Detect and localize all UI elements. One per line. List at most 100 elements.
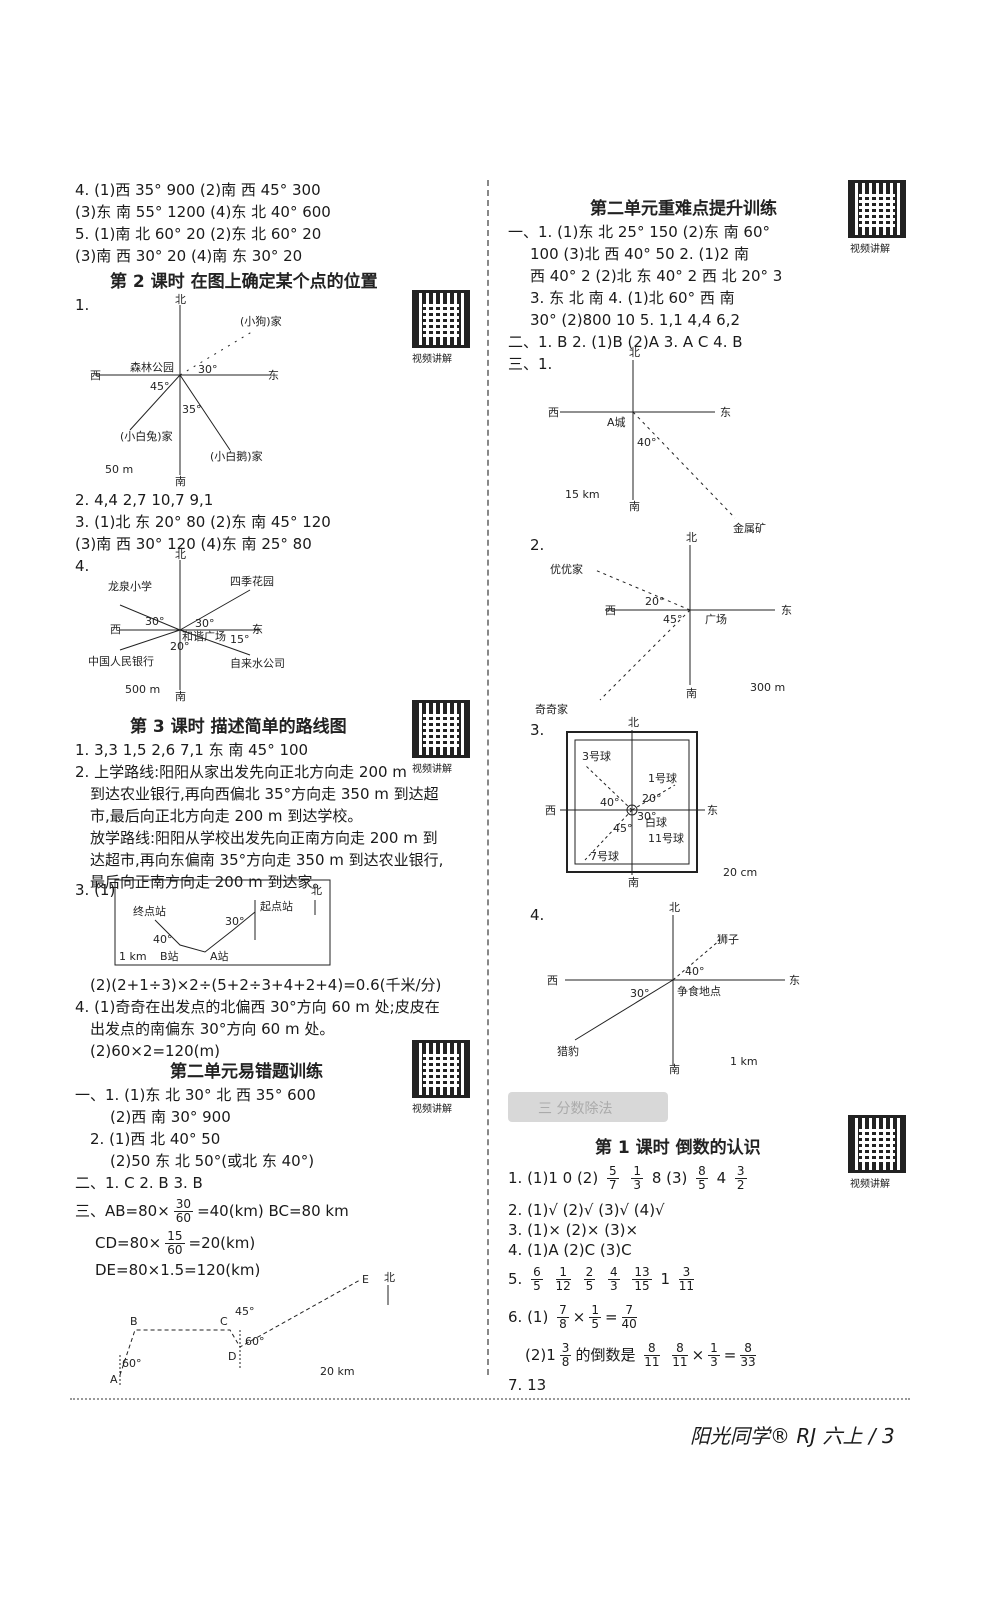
angle-label: 20° — [642, 792, 662, 805]
watermark-logo — [690, 1530, 980, 1600]
garden-label: 四季花园 — [230, 575, 274, 588]
answer-line: 二、1. B 2. (1)B (2)A 3. A C 4. B — [508, 333, 743, 351]
west-label: 西 — [110, 623, 121, 636]
angle-label: 30° — [145, 615, 165, 628]
qr-code-icon[interactable] — [848, 180, 906, 238]
youyou-home-label: 优优家 — [550, 562, 583, 576]
qr-code-icon[interactable] — [848, 1115, 906, 1173]
west-label: 西 — [90, 369, 101, 382]
question-number: 三、1. — [508, 355, 553, 373]
answer-line: 2. (1)√ (2)√ (3)√ (4)√ — [508, 1201, 665, 1219]
qr-code-icon[interactable] — [412, 700, 470, 758]
angle-label: 45° — [150, 380, 170, 393]
angle-label: 60° — [122, 1357, 142, 1370]
answer-line: 4. (1)西 35° 900 (2)南 西 45° 300 — [75, 181, 321, 199]
question-number: 3. (1) — [75, 881, 116, 899]
scale-label: 300 m — [750, 681, 785, 694]
east-label: 东 — [707, 804, 718, 817]
ball-11-label: 11号球 — [648, 831, 684, 845]
qr-label: 视频讲解 — [412, 354, 452, 365]
compass-diagram-r1: 北 南 东 西 A城 金属矿 40° 15 km — [548, 346, 766, 535]
end-station-label: 终点站 — [133, 904, 166, 918]
compass-diagram-r2: 北 南 东 西 优优家 广场 奇奇家 20° 45° 300 m — [535, 531, 792, 716]
bank-label: 中国人民银行 — [88, 654, 154, 668]
west-label: 西 — [605, 604, 616, 617]
path-diagram: A B C D E 北 60° 45° 60° 20 km — [110, 1271, 395, 1386]
angle-label: 40° — [685, 965, 705, 978]
answer-line: 7. 13 — [508, 1376, 547, 1394]
east-label: 东 — [252, 623, 263, 636]
answer-line: 一、1. (1)东 北 25° 150 (2)东 南 60° — [508, 223, 770, 241]
answer-line: 到达农业银行,再向西偏北 35°方向走 350 m 到达超 — [90, 785, 439, 803]
cheetah-label: 猎豹 — [557, 1044, 579, 1058]
angle-label: 40° — [637, 436, 657, 449]
angle-label: 30° — [637, 810, 657, 823]
answer-line: 2. (1)西 北 40° 50 — [90, 1130, 221, 1148]
b-station-label: B站 — [160, 949, 179, 963]
point-e-label: E — [362, 1273, 369, 1286]
west-label: 西 — [548, 406, 559, 419]
question-number: 1. — [75, 296, 90, 314]
section-heading: 第二单元易错题训练 — [170, 1062, 323, 1082]
qr-label: 视频讲解 — [850, 1179, 890, 1190]
plaza-label: 和谐广场 — [182, 629, 226, 643]
question-number: 2. — [530, 536, 545, 554]
qiqi-home-label: 奇奇家 — [535, 702, 568, 716]
section-heading: 第 3 课时 描述简单的路线图 — [130, 717, 347, 737]
answer-line: 市,最后向正北方向走 200 m 到达学校。 — [90, 807, 363, 825]
qr-code-icon[interactable] — [412, 1040, 470, 1098]
north-label: 北 — [175, 548, 186, 561]
angle-label: 40° — [600, 796, 620, 809]
dog-home-label: (小狗)家 — [240, 314, 282, 328]
south-label: 南 — [629, 500, 640, 513]
answer-line: (2)60×2=120(m) — [90, 1042, 220, 1060]
answer-line: 出发点的南偏东 30°方向 60 m 处。 — [90, 1020, 335, 1038]
white-ball-label: 白球 — [645, 815, 667, 829]
angle-label: 30° — [630, 987, 650, 1000]
angle-label: 30° — [198, 363, 218, 376]
answer-line: 3. (1)北 东 20° 80 (2)东 南 45° 120 — [75, 513, 331, 531]
answer-line: DE=80×1.5=120(km) — [95, 1261, 261, 1279]
south-label: 南 — [175, 690, 186, 703]
point-a-label: A — [110, 1373, 118, 1386]
water-company-label: 自来水公司 — [230, 657, 285, 670]
east-label: 东 — [720, 406, 731, 419]
point-b-label: B — [130, 1315, 138, 1328]
qr-label: 视频讲解 — [850, 244, 890, 255]
answer-line: 一、1. (1)东 北 30° 北 西 35° 600 — [75, 1086, 316, 1104]
scale-label: 50 m — [105, 463, 133, 476]
north-label: 北 — [686, 531, 697, 544]
answer-line: 2. 4,4 2,7 10,7 9,1 — [75, 491, 214, 509]
east-label: 东 — [268, 369, 279, 382]
answer-line: 4. (1)奇奇在出发点的北偏西 30°方向 60 m 处;皮皮在 — [75, 998, 440, 1016]
goose-home-label: (小白鹅)家 — [210, 449, 263, 463]
angle-label: 30° — [195, 617, 215, 630]
south-label: 南 — [628, 876, 639, 889]
angle-label: 45° — [613, 822, 633, 835]
mine-label: 金属矿 — [733, 521, 766, 535]
question-number: 3. — [530, 721, 545, 739]
angle-label: 35° — [182, 403, 202, 416]
answer-line: 4. (1)A (2)C (3)C — [508, 1241, 632, 1259]
east-label: 东 — [781, 604, 792, 617]
section-heading: 第二单元重难点提升训练 — [590, 199, 777, 219]
angle-label: 60° — [245, 1335, 265, 1348]
scale-label: 500 m — [125, 683, 160, 696]
answer-line: 3. (1)× (2)× (3)× — [508, 1221, 639, 1239]
east-label: 东 — [789, 974, 800, 987]
contest-spot-label: 争食地点 — [677, 984, 721, 998]
north-label: 北 — [384, 1271, 395, 1284]
angle-label: 30° — [225, 915, 245, 928]
qr-code-icon[interactable] — [412, 290, 470, 348]
answer-line: 二、1. C 2. B 3. B — [75, 1174, 203, 1192]
north-label: 北 — [669, 901, 680, 914]
point-d-label: D — [228, 1350, 236, 1363]
question-number: 4. — [75, 557, 90, 575]
unit-badge: 三 分数除法 — [508, 1092, 668, 1122]
route-diagram: 终点站 起点站 B站 A站 30° 40° 北 1 km — [114, 879, 331, 966]
